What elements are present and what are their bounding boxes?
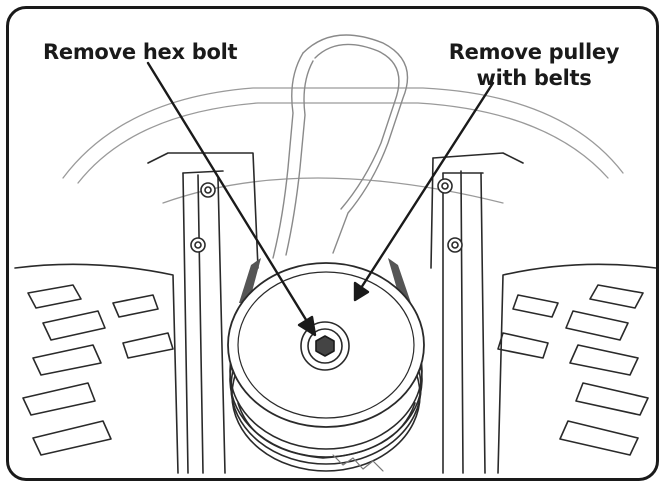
hex-bolt-arrow-line bbox=[146, 61, 310, 325]
right-frame bbox=[430, 152, 524, 474]
callout-remove-pulley-line1: Remove pulley bbox=[448, 40, 620, 64]
belt-wedges bbox=[239, 258, 411, 303]
frame-bolts bbox=[190, 178, 463, 253]
left-tire bbox=[14, 263, 179, 474]
callout-remove-hex-bolt: Remove hex bolt bbox=[43, 40, 238, 64]
pulley-diagram bbox=[14, 34, 656, 474]
illustration-frame: Remove hex bolt Remove pulley with belts bbox=[6, 6, 659, 481]
left-frame bbox=[147, 152, 259, 474]
pulley-arrowhead bbox=[353, 281, 370, 302]
lower-spring bbox=[332, 454, 384, 472]
hex-bolt-arrowhead bbox=[297, 315, 317, 337]
upper-belt bbox=[272, 34, 409, 259]
pulley-arrow-line bbox=[359, 81, 495, 290]
callout-arrows bbox=[146, 61, 495, 337]
callout-remove-pulley-line2: with belts bbox=[476, 66, 592, 90]
callout-remove-pulley: Remove pulley with belts bbox=[444, 39, 624, 91]
engine-housing bbox=[62, 87, 624, 204]
right-tire bbox=[497, 263, 656, 474]
